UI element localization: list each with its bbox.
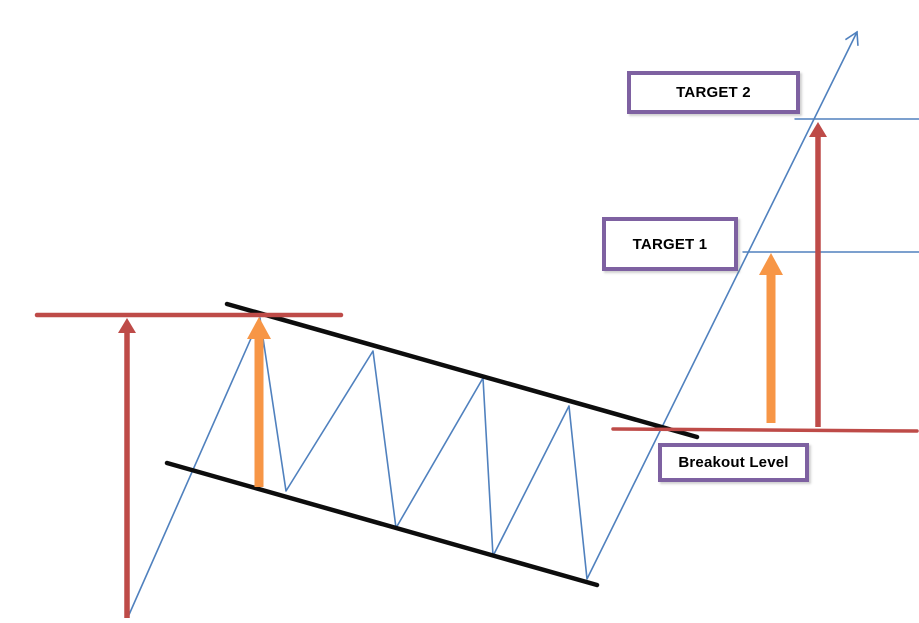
target1-label-box: TARGET 1	[602, 217, 738, 271]
target2-label: TARGET 2	[676, 84, 751, 101]
left-flagpole-arrow	[118, 318, 136, 618]
breakout-level-label-box: Breakout Level	[658, 443, 809, 482]
target1-label: TARGET 1	[632, 235, 708, 253]
price-path	[127, 30, 859, 618]
right-target2-arrow	[809, 122, 827, 427]
target2-label-box: TARGET 2	[627, 71, 800, 114]
breakout-level-line	[611, 427, 919, 433]
breakout-level-label: Breakout Level	[678, 454, 789, 471]
right-target1-arrow	[759, 253, 783, 423]
lower-trendline	[164, 460, 600, 588]
upper-trendline	[224, 301, 700, 440]
left-measure-arrow	[247, 317, 271, 487]
